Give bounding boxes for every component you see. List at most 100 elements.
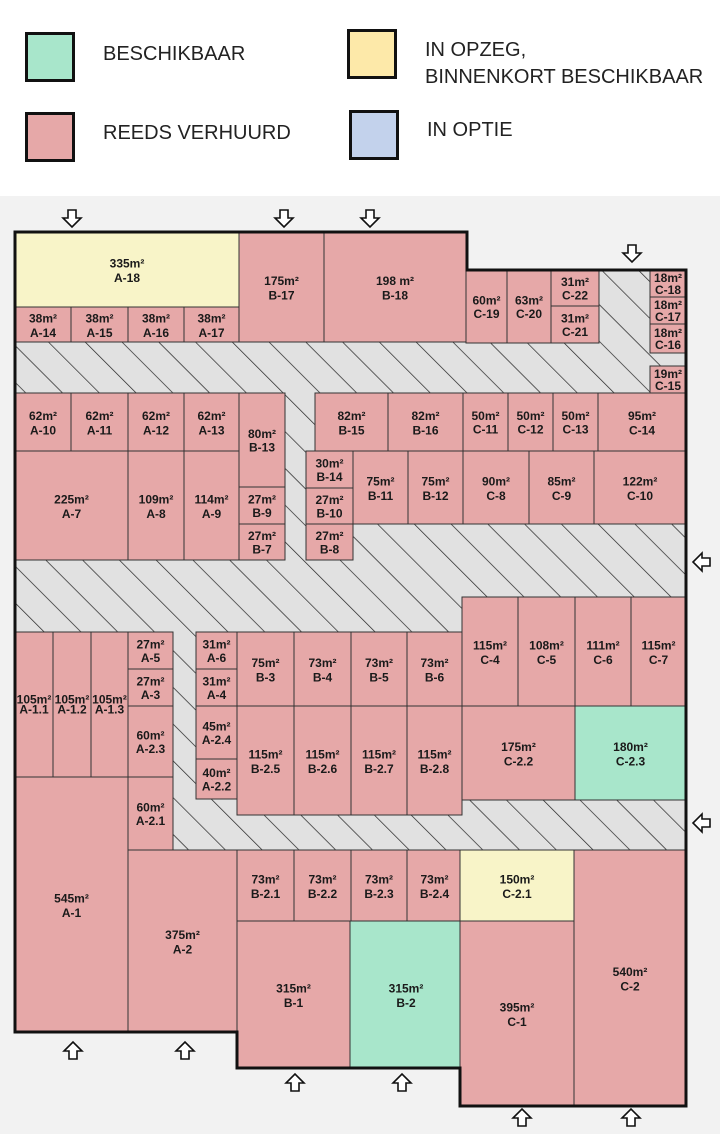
unit-id-label: B-2.8 (420, 762, 450, 776)
unit-id-label: B-7 (252, 542, 272, 556)
unit-rect (593, 450, 687, 525)
unit-rect (238, 523, 286, 561)
legend-label-rented: REEDS VERHUURD (103, 122, 291, 144)
unit-rect (550, 305, 600, 344)
unit-id-label: A-8 (146, 507, 166, 521)
unit-rect (406, 631, 463, 707)
legend-swatch-available (25, 32, 75, 82)
unit-id-label: B-2.7 (364, 762, 394, 776)
unit-id-label: A-9 (202, 507, 222, 521)
unit-area-label: 75m² (366, 475, 394, 489)
unit-b-18[interactable]: 198 m²B-18 (323, 231, 467, 343)
unit-id-label: A-2.1 (136, 814, 166, 828)
unit-id-label: C-10 (627, 489, 653, 503)
unit-id-label: C-2.1 (502, 887, 532, 901)
unit-area-label: 545m² (54, 892, 89, 906)
legend-swatch-option (349, 110, 399, 160)
unit-area-label: 63m² (515, 294, 543, 308)
unit-rect (238, 231, 325, 343)
unit-id-label: A-15 (86, 326, 112, 340)
unit-id-label: A-2.4 (202, 733, 232, 747)
unit-area-label: 38m² (142, 312, 170, 326)
unit-area-label: 75m² (251, 656, 279, 670)
unit-area-label: 115m² (305, 748, 339, 762)
unit-rect (406, 705, 463, 816)
